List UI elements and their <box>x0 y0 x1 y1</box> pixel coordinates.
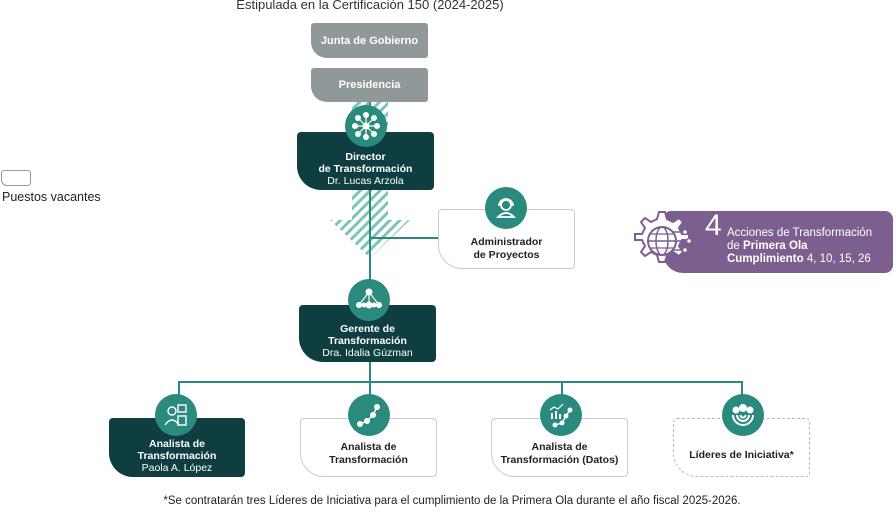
connector-drop <box>741 381 743 397</box>
group-target-icon <box>722 394 764 436</box>
gear-globe-circuit-icon <box>634 211 693 263</box>
headset-person-icon <box>485 187 527 229</box>
legend-swatch <box>1 170 31 186</box>
footnote: *Se contratarán tres Líderes de Iniciati… <box>163 495 741 507</box>
connector-horizontal <box>178 381 743 383</box>
data-chart-icon <box>540 394 582 436</box>
junta-de-gobierno-box: Junta de Gobierno <box>311 23 428 58</box>
role: Analista de <box>340 441 397 453</box>
role: Analista de <box>531 441 588 453</box>
connector-drop <box>369 381 371 397</box>
role: de Transformación <box>318 163 413 175</box>
role: Administrador <box>470 236 543 248</box>
badge-line1: Acciones de Transformación <box>727 227 873 239</box>
analyst-person-icon <box>155 394 197 436</box>
badge-number: 4 <box>705 209 722 242</box>
connector-drop <box>561 381 563 397</box>
admin-box: Administrador de Proyectos <box>438 209 575 269</box>
role: Director <box>345 151 386 163</box>
person-name: Dr. Lucas Arzola <box>327 175 404 187</box>
role: Transformación (Datos) <box>500 454 619 466</box>
role: Analista de <box>148 438 206 450</box>
connected-dots-icon <box>348 394 390 436</box>
network-nodes-icon <box>348 279 390 321</box>
role: de Proyectos <box>473 249 540 261</box>
role: Transformación <box>328 335 407 347</box>
role: Líderes de Iniciativa* <box>689 449 794 461</box>
badge-text: de <box>727 240 743 252</box>
presidencia-box: Presidencia <box>311 68 428 102</box>
chart-title: Estipulada en la Certificación 150 (2024… <box>236 0 504 12</box>
person-name: Paola A. López <box>141 462 213 474</box>
connector-gerente <box>369 360 371 383</box>
badge-text: 4, 10, 15, 26 <box>803 253 871 265</box>
role: Transformación <box>329 454 408 466</box>
connector-admin <box>370 237 438 239</box>
badge-text-bold: Primera Ola <box>743 240 808 252</box>
connector-drop <box>178 381 180 397</box>
role: Transformación <box>137 450 217 462</box>
network-hub-icon <box>345 105 387 147</box>
role: Gerente de <box>340 323 395 335</box>
connector-vertical <box>369 102 371 307</box>
person-name: Dra. Idalia Gúzman <box>322 347 413 359</box>
badge-text-bold: Cumplimiento <box>727 253 804 265</box>
legend-label: Puestos vacantes <box>2 190 101 204</box>
transformation-actions-badge: 4 Acciones de Transformación de Primera … <box>663 209 893 273</box>
